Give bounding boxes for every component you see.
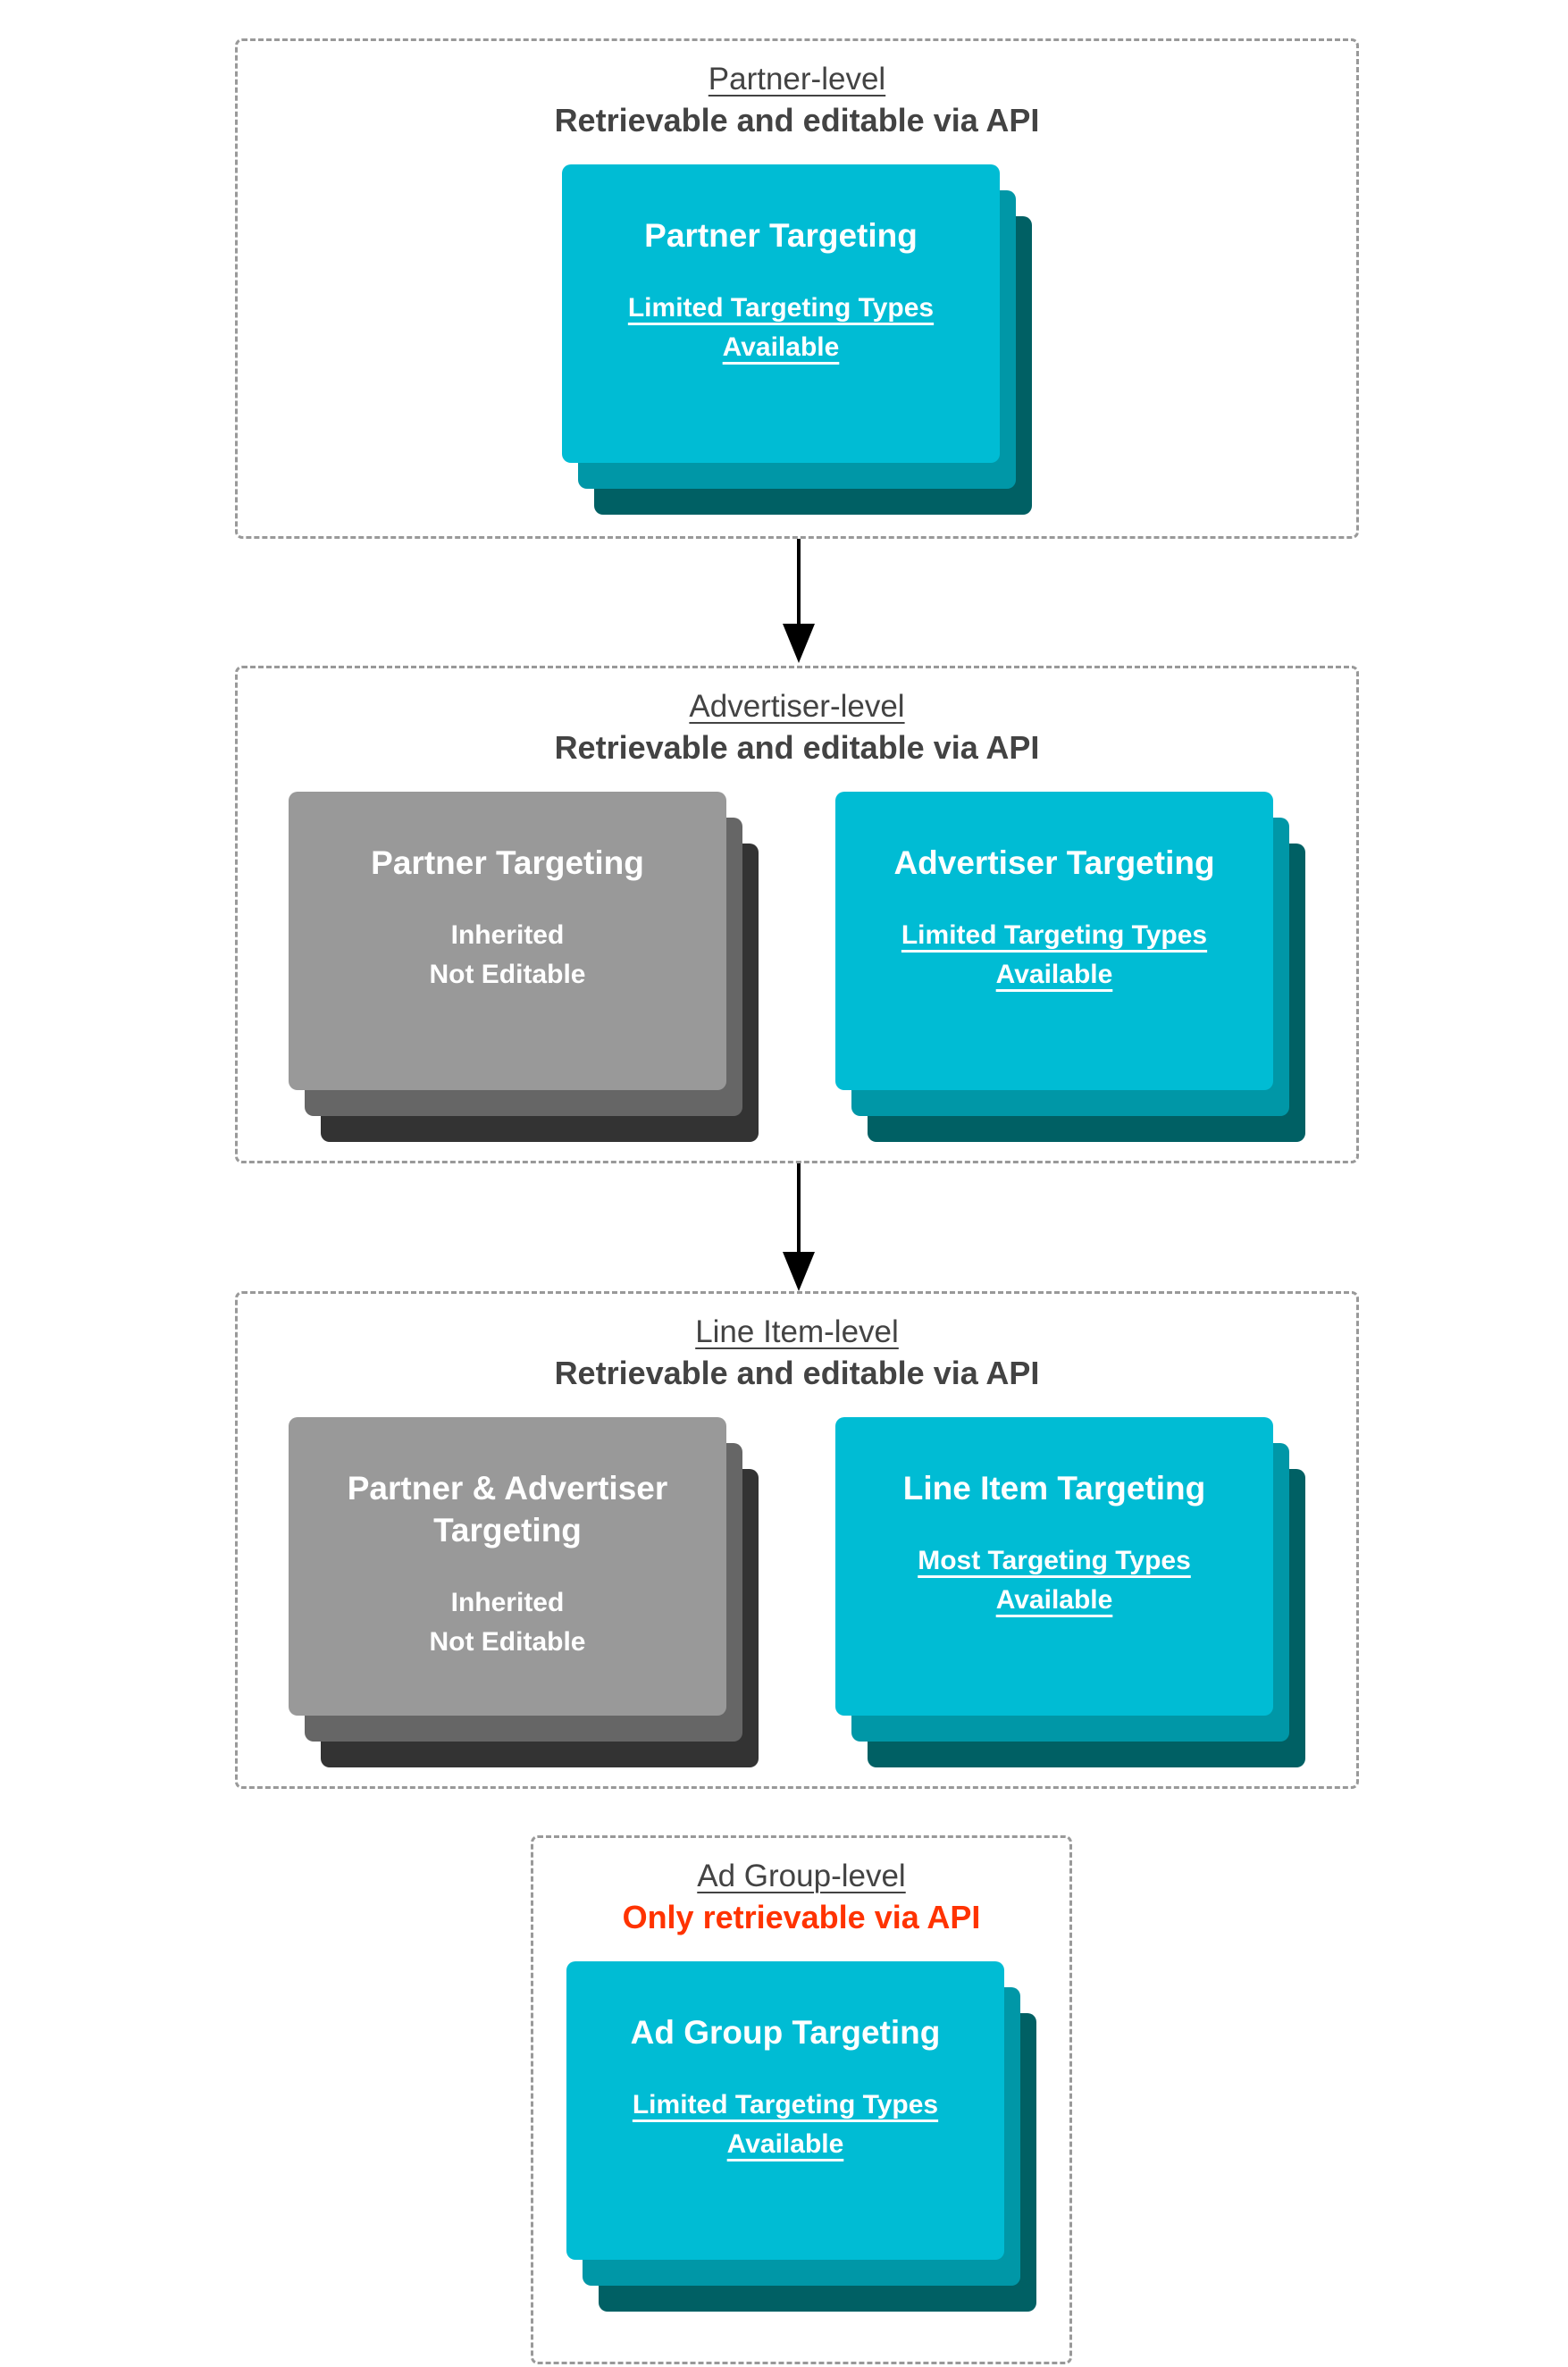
- card-line: Limited Targeting Types: [632, 2090, 939, 2119]
- card-front: Partner & Advertiser Targeting Inherited…: [289, 1417, 726, 1716]
- card-line: Available: [995, 1585, 1113, 1615]
- card-title: Partner Targeting: [371, 844, 644, 881]
- flow-arrow-advertiser-to-line-item: [783, 1163, 815, 1291]
- card-title: Partner Targeting: [644, 217, 918, 254]
- card-title: Advertiser Targeting: [893, 844, 1215, 881]
- arrow-shaft: [797, 1163, 801, 1255]
- card-title: Line Item Targeting: [902, 1470, 1206, 1507]
- card-title: Ad Group Targeting: [630, 2014, 941, 2051]
- card-lines: Inherited Not Editable: [429, 916, 585, 995]
- card-lines: Limited Targeting Types Available: [901, 916, 1207, 995]
- card-front: Partner Targeting Inherited Not Editable: [289, 792, 726, 1090]
- flow-arrow-partner-to-advertiser: [783, 539, 815, 663]
- section-partner-level: Partner-level Retrievable and editable v…: [235, 38, 1359, 539]
- card-front: Partner Targeting Limited Targeting Type…: [562, 164, 1000, 463]
- card-line: Most Targeting Types: [918, 1546, 1191, 1575]
- card-line: Limited Targeting Types: [627, 293, 935, 323]
- cards-row: Partner Targeting Limited Targeting Type…: [238, 164, 1356, 515]
- card-line: Inherited: [450, 920, 565, 950]
- card-lines: Inherited Not Editable: [429, 1583, 585, 1662]
- cards-row: Ad Group Targeting Limited Targeting Typ…: [533, 1961, 1069, 2312]
- section-title: Partner-level: [708, 62, 886, 97]
- section-line-item-level: Line Item-level Retrievable and editable…: [235, 1291, 1359, 1789]
- card-partner-advertiser-targeting-inherited: Partner & Advertiser Targeting Inherited…: [289, 1417, 759, 1767]
- card-line: Available: [726, 2129, 844, 2159]
- card-ad-group-targeting: Ad Group Targeting Limited Targeting Typ…: [566, 1961, 1036, 2312]
- card-line: Not Editable: [429, 960, 586, 989]
- card-line: Not Editable: [429, 1627, 586, 1657]
- section-subtitle: Retrievable and editable via API: [554, 1355, 1040, 1391]
- section-advertiser-level: Advertiser-level Retrievable and editabl…: [235, 666, 1359, 1163]
- card-front: Ad Group Targeting Limited Targeting Typ…: [566, 1961, 1004, 2260]
- arrow-head-icon: [783, 624, 815, 663]
- card-line: Available: [995, 960, 1113, 989]
- section-subtitle: Retrievable and editable via API: [554, 102, 1040, 138]
- card-partner-targeting: Partner Targeting Limited Targeting Type…: [562, 164, 1032, 515]
- card-lines: Limited Targeting Types Available: [633, 2086, 938, 2164]
- card-lines: Limited Targeting Types Available: [628, 289, 934, 367]
- card-lines: Most Targeting Types Available: [918, 1541, 1191, 1620]
- section-title: Advertiser-level: [689, 689, 905, 724]
- section-ad-group-level: Ad Group-level Only retrievable via API …: [531, 1835, 1072, 2364]
- card-front: Advertiser Targeting Limited Targeting T…: [835, 792, 1273, 1090]
- card-advertiser-targeting: Advertiser Targeting Limited Targeting T…: [835, 792, 1305, 1142]
- card-line-item-targeting: Line Item Targeting Most Targeting Types…: [835, 1417, 1305, 1767]
- arrow-shaft: [797, 539, 801, 627]
- arrow-head-icon: [783, 1252, 815, 1291]
- card-line: Inherited: [450, 1588, 565, 1617]
- card-line: Limited Targeting Types: [901, 920, 1208, 950]
- section-subtitle: Retrievable and editable via API: [554, 729, 1040, 766]
- cards-row: Partner Targeting Inherited Not Editable…: [238, 792, 1356, 1142]
- section-title: Ad Group-level: [697, 1859, 906, 1893]
- card-partner-targeting-inherited: Partner Targeting Inherited Not Editable: [289, 792, 759, 1142]
- card-title: Partner & Advertiser Targeting: [347, 1470, 668, 1549]
- card-front: Line Item Targeting Most Targeting Types…: [835, 1417, 1273, 1716]
- cards-row: Partner & Advertiser Targeting Inherited…: [238, 1417, 1356, 1767]
- section-subtitle: Only retrievable via API: [622, 1899, 981, 1935]
- section-title: Line Item-level: [695, 1314, 899, 1349]
- card-line: Available: [722, 332, 840, 362]
